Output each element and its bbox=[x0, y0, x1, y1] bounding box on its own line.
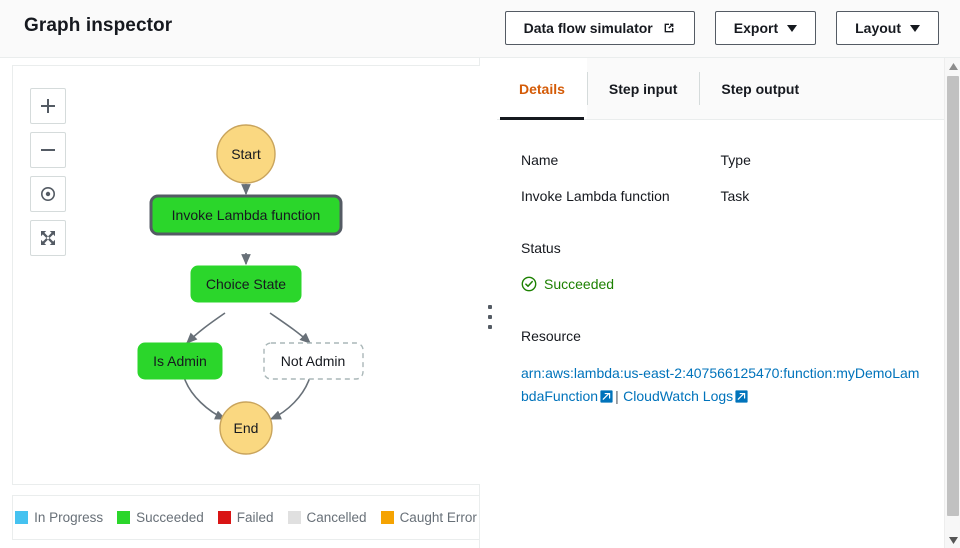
name-type-row: Name Invoke Lambda function Type Task bbox=[521, 152, 920, 204]
external-link-icon[interactable] bbox=[735, 388, 748, 403]
type-label: Type bbox=[720, 152, 751, 168]
check-circle-icon bbox=[521, 276, 537, 292]
graph-node-not-admin-label: Not Admin bbox=[281, 353, 346, 369]
layout-label: Layout bbox=[855, 20, 901, 36]
status-field: Status Succeeded bbox=[521, 240, 920, 292]
external-link-icon bbox=[662, 21, 676, 35]
legend-item-failed: Failed bbox=[217, 510, 274, 525]
panel-resize-handle[interactable] bbox=[484, 305, 496, 329]
details-scrollbar[interactable] bbox=[944, 58, 960, 548]
plus-icon bbox=[41, 99, 55, 113]
legend-swatch-cancelled bbox=[287, 511, 301, 524]
tab-details-label: Details bbox=[519, 80, 565, 97]
resource-arn-link[interactable]: arn:aws:lambda:us-east-2:407566125470:fu… bbox=[521, 365, 920, 404]
resource-label: Resource bbox=[521, 328, 581, 344]
triangle-up-icon bbox=[948, 62, 958, 70]
legend-swatch-succeeded bbox=[117, 511, 131, 524]
name-label: Name bbox=[521, 152, 559, 168]
legend-label-in-progress: In Progress bbox=[34, 510, 104, 525]
chevron-down-icon bbox=[787, 24, 798, 32]
center-graph-button[interactable] bbox=[30, 176, 66, 212]
zoom-controls bbox=[30, 88, 66, 256]
name-value: Invoke Lambda function bbox=[521, 188, 670, 204]
minus-icon bbox=[41, 149, 55, 151]
data-flow-simulator-button[interactable]: Data flow simulator bbox=[504, 11, 695, 45]
resource-links: arn:aws:lambda:us-east-2:407566125470:fu… bbox=[521, 362, 920, 408]
page-header: Graph inspector Data flow simulator Expo… bbox=[0, 0, 960, 58]
legend-label-succeeded: Succeeded bbox=[136, 510, 204, 525]
chevron-down-icon bbox=[910, 24, 920, 32]
status-label: Status bbox=[521, 240, 561, 256]
tab-details[interactable]: Details bbox=[497, 58, 587, 120]
legend-swatch-caught-error bbox=[380, 511, 394, 524]
legend-label-cancelled: Cancelled bbox=[306, 510, 367, 525]
export-button[interactable]: Export bbox=[714, 11, 817, 45]
export-label: Export bbox=[733, 20, 779, 36]
graph-node-choice-state-label: Choice State bbox=[206, 276, 286, 292]
graph-legend: In Progress Succeeded Failed Cancelled C… bbox=[12, 495, 480, 540]
handle-dot bbox=[488, 305, 492, 309]
legend-item-caught-error: Caught Error bbox=[380, 510, 477, 525]
name-field: Name Invoke Lambda function bbox=[521, 152, 721, 204]
edge-isadmin-to-end bbox=[183, 376, 227, 420]
fullscreen-button[interactable] bbox=[30, 220, 66, 256]
status-badge: Succeeded bbox=[521, 276, 920, 292]
legend-swatch-in-progress bbox=[15, 511, 29, 524]
scroll-up-arrow[interactable] bbox=[945, 58, 960, 74]
tab-step-output[interactable]: Step output bbox=[699, 58, 821, 119]
legend-item-cancelled: Cancelled bbox=[287, 510, 367, 525]
graph-node-is-admin-label: Is Admin bbox=[153, 353, 207, 369]
graph-node-end[interactable]: End bbox=[219, 401, 273, 455]
graph-node-choice-state[interactable]: Choice State bbox=[190, 265, 302, 303]
edge-choice-to-isadmin bbox=[186, 312, 226, 344]
edge-notadmin-to-end bbox=[269, 376, 311, 420]
graph-node-start-label: Start bbox=[231, 146, 261, 162]
handle-dot bbox=[488, 315, 492, 319]
graph-edges bbox=[183, 184, 311, 420]
graph-node-is-admin[interactable]: Is Admin bbox=[137, 342, 223, 380]
type-field: Type Task bbox=[721, 152, 921, 204]
cloudwatch-logs-link[interactable]: CloudWatch Logs bbox=[623, 388, 734, 404]
external-link-icon[interactable] bbox=[600, 388, 613, 403]
legend-label-caught-error: Caught Error bbox=[399, 510, 477, 525]
zoom-in-button[interactable] bbox=[30, 88, 66, 124]
expand-icon bbox=[41, 231, 55, 245]
target-icon bbox=[41, 187, 55, 201]
handle-dot bbox=[488, 325, 492, 329]
status-value: Succeeded bbox=[544, 276, 615, 292]
legend-item-in-progress: In Progress bbox=[15, 510, 103, 525]
scroll-down-arrow[interactable] bbox=[945, 532, 960, 548]
details-content: Name Invoke Lambda function Type Task St… bbox=[497, 120, 944, 548]
graph-canvas[interactable]: Start Invoke Lambda function Choice Stat… bbox=[12, 65, 480, 485]
page-title: Graph inspector bbox=[24, 15, 173, 36]
legend-swatch-failed bbox=[217, 511, 231, 524]
legend-item-succeeded: Succeeded bbox=[117, 510, 204, 525]
header-actions: Data flow simulator Export Layout bbox=[504, 11, 939, 45]
tab-step-input-label: Step input bbox=[608, 80, 678, 97]
resource-field: Resource arn:aws:lambda:us-east-2:407566… bbox=[521, 328, 920, 408]
details-tabbar: Details Step input Step output bbox=[497, 58, 944, 120]
graph-panel: Start Invoke Lambda function Choice Stat… bbox=[0, 58, 480, 548]
graph-node-start[interactable]: Start bbox=[216, 124, 276, 184]
graph-node-not-admin[interactable]: Not Admin bbox=[263, 342, 364, 380]
type-value: Task bbox=[720, 188, 750, 204]
layout-button[interactable]: Layout bbox=[836, 11, 939, 45]
legend-label-failed: Failed bbox=[236, 510, 274, 525]
graph-node-invoke-lambda[interactable]: Invoke Lambda function bbox=[149, 194, 343, 236]
tab-step-output-label: Step output bbox=[721, 80, 800, 97]
triangle-down-icon bbox=[948, 536, 958, 544]
graph-node-end-label: End bbox=[234, 420, 259, 436]
resource-separator: | bbox=[615, 388, 619, 404]
edge-choice-to-notadmin bbox=[269, 312, 311, 344]
data-flow-simulator-label: Data flow simulator bbox=[523, 20, 653, 36]
zoom-out-button[interactable] bbox=[30, 132, 66, 168]
details-panel: Details Step input Step output Name Invo… bbox=[497, 58, 944, 548]
tab-step-input[interactable]: Step input bbox=[586, 58, 699, 119]
state-machine-graph: Start Invoke Lambda function Choice Stat… bbox=[137, 124, 364, 455]
graph-node-invoke-lambda-label: Invoke Lambda function bbox=[172, 207, 321, 223]
scrollbar-thumb[interactable] bbox=[947, 76, 959, 516]
